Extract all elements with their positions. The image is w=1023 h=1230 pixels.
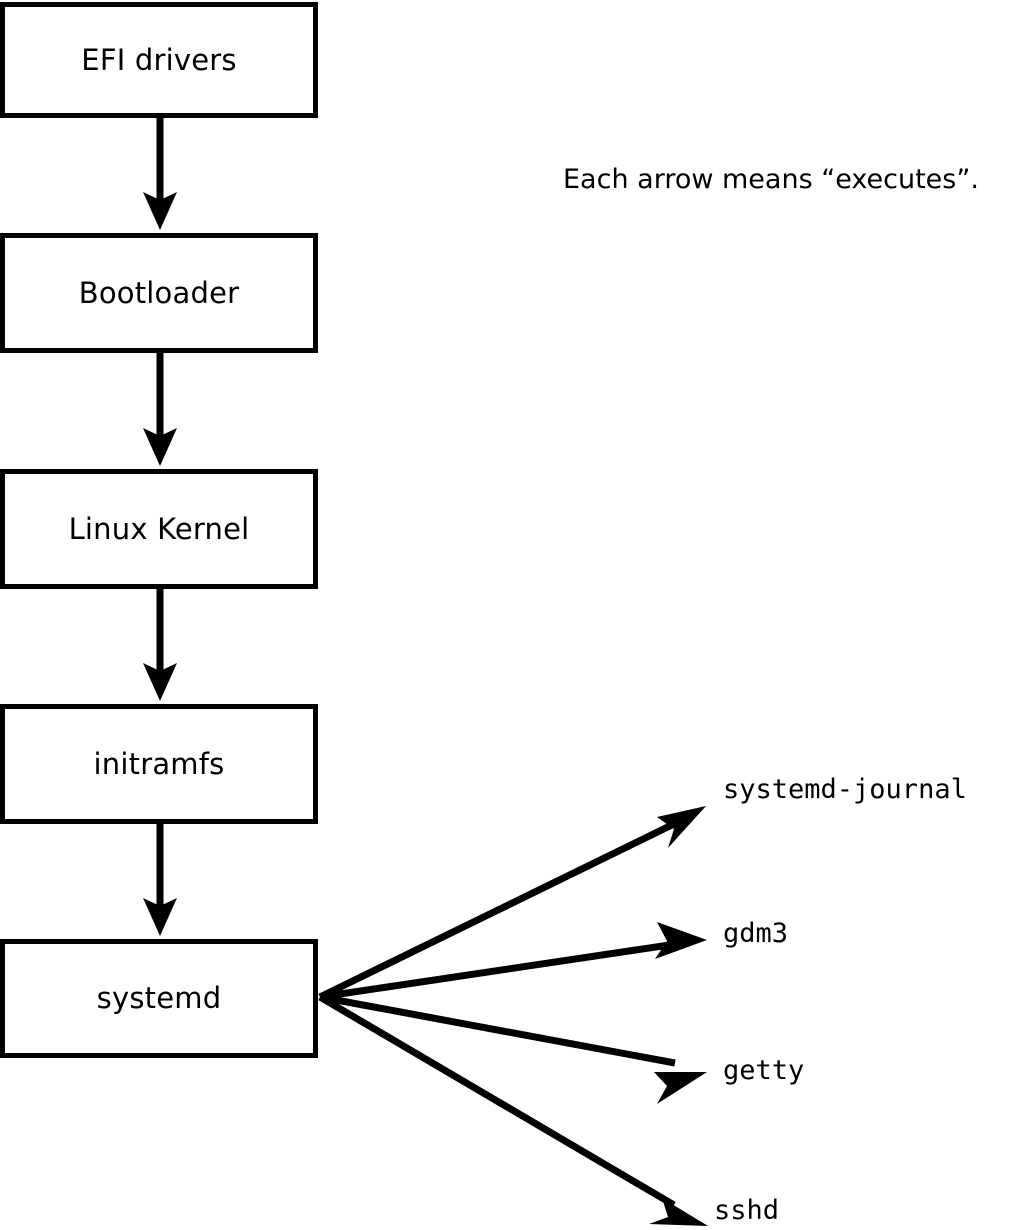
- node-label-efi-drivers: EFI drivers: [81, 42, 237, 77]
- node-box-initramfs[interactable]: initramfs: [0, 704, 318, 824]
- node-box-systemd[interactable]: systemd: [0, 939, 318, 1058]
- node-label-initramfs: initramfs: [93, 746, 225, 781]
- arrow-linux-kernel-to-initramfs: [143, 589, 177, 701]
- arrow-systemd-to-getty: [319, 993, 707, 1104]
- node-box-bootloader[interactable]: Bootloader: [0, 233, 318, 353]
- leaf-label-getty: getty: [723, 1055, 805, 1086]
- arrow-systemd-to-gdm3: [319, 922, 707, 1001]
- leaf-label-systemd-journal: systemd-journal: [723, 774, 967, 805]
- leaf-label-sshd: sshd: [714, 1195, 780, 1226]
- arrow-systemd-to-sshd: [318, 993, 708, 1226]
- arrow-systemd-to-systemd-journal: [318, 806, 706, 1001]
- diagram-caption: Each arrow means “executes”.: [563, 164, 979, 195]
- arrow-initramfs-to-systemd: [143, 824, 177, 936]
- node-label-linux-kernel: Linux Kernel: [68, 511, 250, 546]
- arrow-bootloader-to-linux-kernel: [143, 353, 177, 466]
- node-box-linux-kernel[interactable]: Linux Kernel: [0, 469, 318, 589]
- node-label-bootloader: Bootloader: [78, 275, 240, 310]
- leaf-label-gdm3: gdm3: [723, 918, 789, 949]
- arrow-efi-drivers-to-bootloader: [143, 118, 177, 230]
- node-box-efi-drivers[interactable]: EFI drivers: [0, 2, 318, 118]
- node-label-systemd: systemd: [96, 981, 222, 1015]
